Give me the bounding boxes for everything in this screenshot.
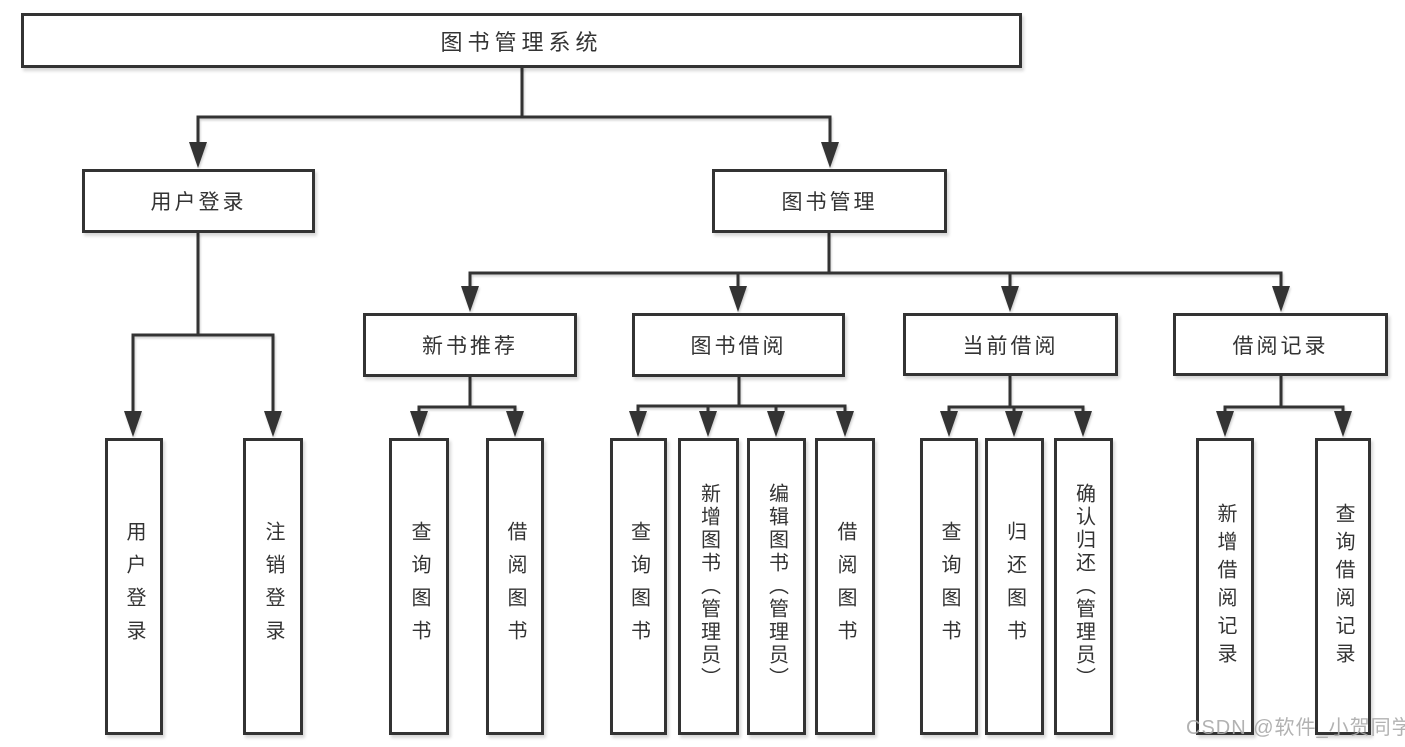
- node-book-borrow: 图书借阅: [632, 313, 845, 377]
- node-current-borrow-label: 当前借阅: [962, 334, 1059, 358]
- leaf-edit-books-admin: 编辑图书（管理员）: [747, 438, 806, 735]
- leaf-edit-books-admin-label: 编辑图书（管理员）: [765, 483, 788, 690]
- connector-bookborrow-to-leaves: [629, 377, 854, 437]
- node-root: 图书管理系统: [21, 13, 1022, 68]
- connector-root-to-level2: [189, 66, 839, 168]
- node-new-book-recommend: 新书推荐: [363, 313, 577, 377]
- leaf-confirm-return-admin-label: 确认归还（管理员）: [1072, 483, 1095, 690]
- node-book-management: 图书管理: [712, 169, 947, 233]
- leaf-user-login: 用户登录: [105, 438, 163, 735]
- connector-records-to-leaves: [1216, 376, 1352, 437]
- leaf-user-login-label: 用户登录: [123, 520, 145, 653]
- leaf-add-borrow-record-label: 新增借阅记录: [1214, 502, 1236, 671]
- leaf-current-query-books-label: 查询图书: [938, 520, 960, 653]
- node-user-login-label: 用户登录: [150, 191, 247, 214]
- leaf-newbook-borrow-books: 借阅图书: [486, 438, 544, 735]
- leaf-add-books-admin: 新增图书（管理员）: [678, 438, 739, 735]
- leaf-confirm-return-admin: 确认归还（管理员）: [1054, 438, 1113, 735]
- connector-currentborrow-to-leaves: [940, 376, 1092, 437]
- leaf-add-borrow-record: 新增借阅记录: [1196, 438, 1254, 735]
- node-current-borrow: 当前借阅: [903, 313, 1118, 376]
- leaf-add-books-admin-label: 新增图书（管理员）: [697, 483, 720, 690]
- connector-bookmgmt-to-level3: [461, 233, 1290, 312]
- leaf-newbook-borrow-books-label: 借阅图书: [504, 520, 526, 653]
- node-book-borrow-label: 图书借阅: [690, 335, 787, 358]
- node-root-label: 图书管理系统: [440, 29, 603, 55]
- leaf-newbook-query-books-label: 查询图书: [408, 520, 430, 653]
- node-user-login: 用户登录: [82, 169, 315, 233]
- leaf-return-books: 归还图书: [985, 438, 1044, 735]
- node-borrow-records: 借阅记录: [1173, 313, 1388, 376]
- leaf-borrow-query-books-label: 查询图书: [627, 520, 650, 653]
- leaf-newbook-query-books: 查询图书: [389, 438, 449, 735]
- leaf-borrow-query-books: 查询图书: [610, 438, 667, 735]
- leaf-borrow-books: 借阅图书: [815, 438, 875, 735]
- leaf-return-books-label: 归还图书: [1003, 520, 1026, 653]
- connector-newbook-to-leaves: [410, 377, 524, 437]
- leaf-borrow-books-label: 借阅图书: [834, 520, 856, 653]
- node-book-management-label: 图书管理: [781, 191, 878, 214]
- node-borrow-records-label: 借阅记录: [1232, 334, 1329, 358]
- node-new-book-recommend-label: 新书推荐: [422, 335, 518, 358]
- watermark-text: CSDN @软件_小贺同学: [1186, 717, 1405, 739]
- leaf-logout: 注销登录: [243, 438, 303, 735]
- leaf-logout-label: 注销登录: [262, 520, 284, 653]
- leaf-current-query-books: 查询图书: [920, 438, 978, 735]
- connector-userlogin-to-leaves: [124, 233, 282, 437]
- leaf-query-borrow-record-label: 查询借阅记录: [1332, 502, 1354, 671]
- leaf-query-borrow-record: 查询借阅记录: [1315, 438, 1371, 735]
